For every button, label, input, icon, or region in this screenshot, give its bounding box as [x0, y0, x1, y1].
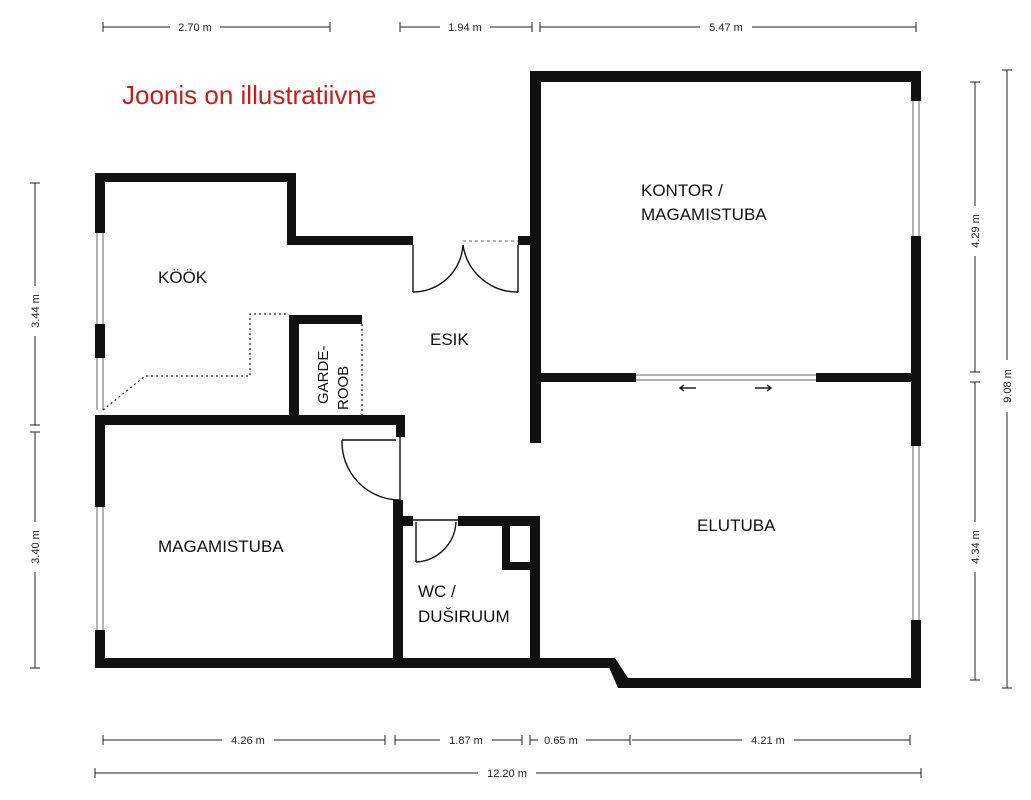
dim-right-lower: 4.34 m	[970, 530, 982, 564]
wall-right-mid	[911, 236, 921, 446]
dim-right-total: 9.08 m	[1002, 369, 1014, 403]
window-kitchen	[96, 233, 104, 410]
wall-kitchen-step	[287, 173, 296, 245]
wall-living-right-lower	[911, 620, 921, 688]
dim-bottom-3: 0.65 m	[544, 735, 578, 747]
wall-kitchen-top	[95, 173, 295, 182]
dim-top-mid: 1.94 m	[448, 22, 482, 34]
wall-bedroom-left-upper	[95, 415, 105, 507]
sliding-door-office	[636, 374, 816, 392]
room-label-living: ELUTUBA	[697, 516, 776, 535]
dotted-lines	[102, 313, 363, 416]
wall-bedroom-top	[95, 415, 405, 425]
dimensions-right: 4.29 m 4.34 m 9.08 m	[968, 69, 1014, 689]
room-label-kitchen: KÖÖK	[158, 268, 208, 287]
room-label-wardrobe-line1: GARDE-	[315, 346, 332, 404]
wall-shaft-left	[502, 516, 510, 570]
wall-office-right-top	[911, 71, 921, 101]
room-label-wc-line1: WC /	[418, 582, 456, 601]
dimensions-top: 2.70 m 1.94 m 5.47 m	[102, 19, 917, 34]
wall-door-stub	[518, 236, 536, 245]
wall-kitchen-hall-top	[287, 236, 413, 245]
wall-bedroom-right	[393, 500, 403, 668]
window-bedroom	[96, 507, 104, 630]
wall-wardrobe-left	[289, 315, 299, 423]
dim-bottom-1: 4.26 m	[231, 735, 265, 747]
dim-top-left: 2.70 m	[178, 22, 212, 34]
wall-bedroom-door-stub	[396, 415, 405, 437]
wall-wc-right	[530, 516, 540, 668]
window-office	[912, 101, 920, 236]
windows	[96, 101, 920, 630]
room-label-wardrobe-line2: ROOB	[335, 366, 352, 410]
kitchen-counter-outline	[102, 313, 289, 411]
wall-office-top	[530, 71, 921, 82]
illustrative-note: Joonis on illustratiivne	[122, 80, 376, 110]
wall-office-bottom-right	[816, 373, 921, 382]
wall-living-bottom	[618, 678, 921, 688]
window-living	[912, 446, 920, 620]
dim-top-right: 5.47 m	[709, 22, 743, 34]
wall-shaft-bottom	[502, 562, 540, 570]
dim-left-lower: 3.40 m	[30, 530, 42, 564]
room-labels: KÖÖK ESIK KONTOR / MAGAMISTUBA MAGAMISTU…	[158, 181, 776, 626]
door-wc	[413, 519, 458, 563]
dimensions-bottom: 4.26 m 1.87 m 0.65 m 4.21 m 12.20 m	[94, 732, 922, 780]
wall-bedroom-left-lower	[95, 630, 105, 668]
wall-bottom	[95, 658, 615, 668]
doors	[341, 240, 519, 563]
room-label-hall: ESIK	[430, 330, 469, 349]
wall-wardrobe-top	[289, 315, 362, 324]
wall-kitchen-left-mid	[95, 324, 105, 358]
wall-office-left	[530, 71, 541, 443]
room-label-wc-line2: DUŠIRUUM	[418, 607, 510, 626]
wall-wc-top	[458, 516, 540, 526]
wall-office-bottom-left	[541, 373, 636, 382]
dim-left-upper: 3.44 m	[30, 294, 42, 328]
door-bedroom	[341, 437, 401, 501]
door-entrance-double	[412, 240, 519, 293]
walls	[95, 71, 921, 688]
dimensions-left: 3.44 m 3.40 m	[28, 182, 42, 669]
room-label-bedroom: MAGAMISTUBA	[158, 537, 284, 556]
dim-bottom-2: 1.87 m	[449, 735, 483, 747]
wall-kitchen-left-upper	[95, 173, 105, 233]
room-label-office-line2: MAGAMISTUBA	[641, 205, 767, 224]
dim-bottom-4: 4.21 m	[751, 735, 785, 747]
dim-bottom-total: 12.20 m	[487, 768, 527, 780]
room-label-office-line1: KONTOR /	[641, 181, 723, 200]
wall-wc-top-left	[403, 516, 413, 526]
dim-right-upper: 4.29 m	[970, 214, 982, 248]
